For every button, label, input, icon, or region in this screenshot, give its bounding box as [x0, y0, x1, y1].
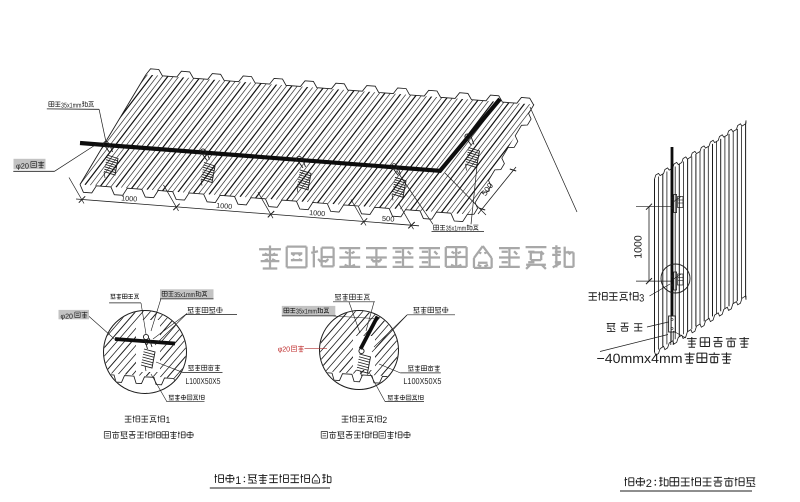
svg-text:φ: φ: [278, 345, 283, 354]
svg-text:35x1mm: 35x1mm: [296, 309, 317, 316]
svg-text:35x1mm: 35x1mm: [61, 102, 82, 109]
svg-text:1: 1: [235, 475, 241, 487]
svg-text:35x1mm: 35x1mm: [174, 292, 195, 299]
svg-text:L100X50X5: L100X50X5: [186, 376, 221, 386]
svg-text:L100X50X5: L100X50X5: [403, 376, 441, 386]
svg-text:2: 2: [382, 415, 387, 425]
svg-text:1000: 1000: [633, 235, 645, 259]
svg-text:φ20: φ20: [16, 161, 29, 170]
svg-text:1000: 1000: [216, 201, 233, 211]
svg-text:1000: 1000: [121, 193, 138, 203]
svg-text:1: 1: [166, 415, 171, 425]
svg-text:500: 500: [382, 214, 395, 224]
svg-text:35x1mm: 35x1mm: [446, 226, 467, 233]
svg-text:3: 3: [639, 292, 644, 304]
svg-text:2: 2: [646, 478, 652, 490]
svg-text:−40mmx4mm: −40mmx4mm: [597, 351, 683, 366]
svg-text:1000: 1000: [309, 208, 326, 218]
svg-text:20: 20: [282, 345, 290, 354]
svg-text:φ20: φ20: [61, 313, 74, 320]
